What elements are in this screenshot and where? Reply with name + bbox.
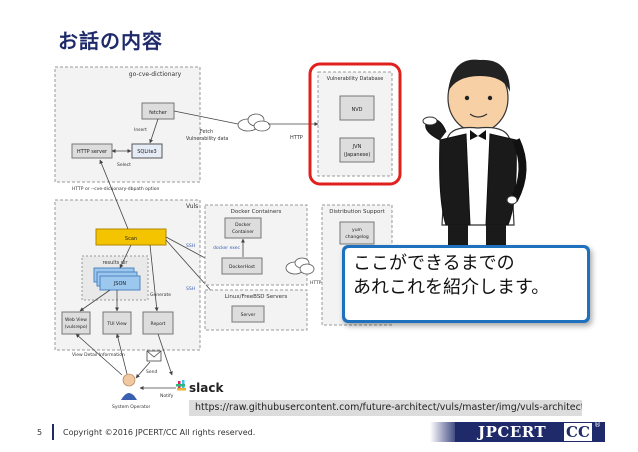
nvd-box — [339, 95, 375, 121]
source-url[interactable]: https://raw.githubusercontent.com/future… — [189, 400, 582, 416]
speech-bubble: ここができるまでの あれこれを紹介します。 — [342, 245, 590, 323]
speech-line-1: ここができるまでの — [353, 253, 515, 274]
vuln-db-label: Vulnerability Database — [327, 76, 384, 82]
jvn-label-1: JVN — [352, 144, 362, 150]
distribution-support-label: Distribution Support — [329, 209, 385, 215]
results-dir-label: results dir — [103, 260, 129, 266]
highlight-frame — [308, 62, 402, 186]
ssh-label-2: SSH — [186, 286, 195, 292]
insert-label: Insert — [134, 127, 147, 133]
slack-label: slack — [189, 381, 224, 395]
speech-line-2: あれこれを紹介します。 — [353, 277, 550, 298]
docker-host-box — [221, 257, 263, 275]
vuls-label: Vuls — [186, 203, 198, 210]
system-operator-label: System Operator — [112, 404, 151, 410]
yum-changelog-box — [339, 221, 375, 245]
docker-container-box — [224, 217, 262, 239]
server-label: Server — [241, 312, 256, 318]
linux-servers-label: Linux/FreeBSD Servers — [225, 294, 288, 300]
fetcher-label: fetcher — [149, 110, 168, 116]
logo-fade — [430, 422, 460, 442]
fetch-label-2: Vulnerability data — [186, 136, 228, 142]
docker-host-label: DockerHost — [229, 264, 255, 270]
http-server-label: HTTP server — [77, 149, 108, 155]
jvn-box — [339, 137, 375, 163]
cloud-icon — [285, 257, 315, 275]
nvd-label: NVD — [351, 107, 362, 113]
server-box — [231, 305, 265, 323]
docker-containers-label: Docker Containers — [231, 209, 282, 215]
tui-view-label: TUI View — [106, 321, 127, 327]
page-number: 5 — [37, 428, 43, 437]
envelope-icon — [146, 350, 162, 362]
json-label: JSON — [113, 281, 127, 287]
go-cve-dictionary-group — [54, 66, 201, 183]
docker-container-label-2: Container — [232, 229, 254, 235]
jpcert-logo-cc: CC — [564, 423, 592, 441]
copyright-text: Copyright ©2016 JPCERT/CC All rights res… — [63, 428, 256, 437]
go-cve-dictionary-label: go-cve-dictionary — [129, 71, 182, 78]
docker-exec-label: docker exec — [213, 245, 241, 251]
fetch-label-1: Fetch — [200, 129, 213, 135]
yum-changelog-label-2: changelog — [345, 234, 369, 240]
jvn-label-2: (Japanese) — [344, 152, 371, 158]
cloud-icon — [237, 113, 271, 132]
registered-mark: ® — [594, 421, 601, 429]
sqlite3-box — [131, 143, 163, 159]
person-icon — [121, 373, 137, 400]
yum-changelog-label-1: yum — [352, 228, 362, 233]
footer-divider — [52, 424, 54, 440]
report-label: Report — [151, 321, 166, 327]
generate-label: Generate — [150, 292, 171, 298]
ssh-label-1: SSH — [186, 243, 195, 249]
http-option-label: HTTP or --cve-dictionary-dbpath option — [72, 186, 160, 192]
sqlite3-label: SQLite3 — [137, 149, 157, 155]
notify-label: Notify — [160, 393, 174, 399]
select-label: Select — [117, 162, 131, 168]
butler-illustration — [422, 59, 527, 255]
web-view-box — [61, 311, 91, 335]
http-label-2: HTTP — [310, 280, 322, 286]
jpcert-logo-text: JPCERT — [478, 423, 547, 441]
web-view-label-1: Web View — [65, 317, 87, 323]
send-label: Send — [146, 369, 157, 375]
slack-icon — [176, 380, 186, 391]
view-detail-label: View Detail Information — [72, 352, 125, 358]
scan-label: Scan — [125, 236, 137, 242]
slide-title: お話の内容 — [58, 29, 163, 53]
web-view-label-2: (vulsrepo) — [65, 324, 88, 330]
http-label: HTTP — [290, 135, 303, 141]
json-box — [99, 275, 141, 291]
docker-container-label-1: Docker — [235, 222, 251, 228]
